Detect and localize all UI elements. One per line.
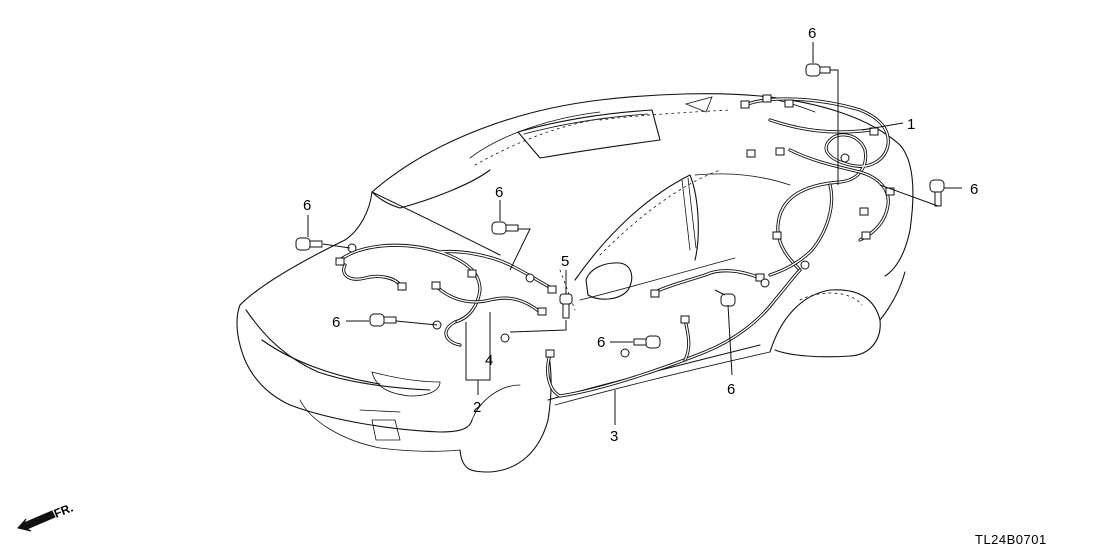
harness-dashboard [335,243,557,347]
bolt-icon [295,237,323,251]
leader-lines [307,42,962,425]
bolt-icon [720,293,736,307]
harness-floor [545,268,802,398]
bolt-icon [805,63,831,77]
part-5-label: 5 [561,253,569,270]
front-arrow-icon [17,510,56,532]
part-6-label: 6 [597,334,605,351]
part-6-label: 6 [808,25,816,42]
part-1-label: 1 [907,116,915,133]
part-6-label: 6 [970,181,978,198]
harness-rear [740,94,895,277]
diagram-code: TL24B0701 [975,532,1047,547]
part-3-label: 3 [610,428,618,445]
bolt-icon [929,179,945,207]
bolt-icon [369,313,397,327]
part-2-label: 2 [473,399,481,416]
bolt-icon [491,221,519,235]
part-6-label: 6 [495,184,503,201]
part-4-label: 4 [485,352,493,369]
car-body-outline [236,93,914,473]
bolt-icon [559,293,573,319]
front-label: FR. [52,501,75,521]
part-6-label: 6 [303,197,311,214]
bolt-icon [633,335,661,349]
part-6-label: 6 [727,381,735,398]
part-6-label: 6 [332,314,340,331]
